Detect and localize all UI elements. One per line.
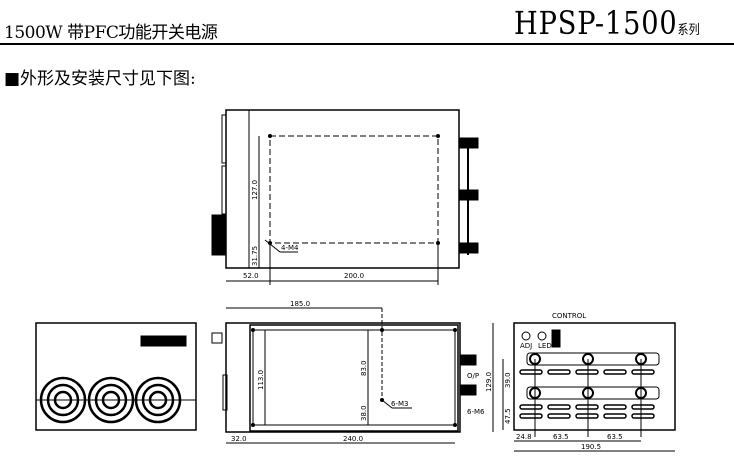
hole-spec-4-m4: 4-M4 <box>281 244 299 252</box>
dim-113: 113.0 <box>257 370 265 390</box>
dim-31-75: 31.75 <box>251 246 259 266</box>
model-name: HPSP-1500系列 <box>514 4 700 42</box>
led-label: LED <box>538 342 552 350</box>
adj-label: ADJ <box>520 342 532 350</box>
control-label: CONTROL <box>552 312 586 320</box>
hole-spec-6-m3: 6-M3 <box>391 400 408 408</box>
top-view-drawing: 52.0 200.0 4-M4 127.0 31.75 <box>211 109 479 285</box>
dim-127: 127.0 <box>251 180 259 200</box>
section-heading: ■外形及安装尺寸见下图: <box>4 69 196 89</box>
dim-240: 240.0 <box>343 435 363 443</box>
end-view-drawing: CONTROL ADJ LED 39.0 47.5 24.8 63.5 63.5… <box>502 312 676 452</box>
dim-200: 200.0 <box>344 272 364 280</box>
dim-190-5: 190.5 <box>581 443 601 451</box>
header-divider <box>0 43 734 45</box>
dim-39: 39.0 <box>504 372 512 388</box>
dim-47-5: 47.5 <box>504 408 512 424</box>
side-view-drawing: 185.0 32.0 240.0 6-M3 O/P 6-M6 113.0 83.… <box>211 300 494 444</box>
dim-185: 185.0 <box>290 300 310 308</box>
dim-129: 129.0 <box>485 372 493 392</box>
output-label: O/P <box>467 372 479 380</box>
model-number: HPSP-1500 <box>514 4 678 42</box>
dim-32: 32.0 <box>231 435 247 443</box>
dim-38: 38.0 <box>360 405 368 421</box>
fan-view-drawing <box>35 322 197 431</box>
terminal-spec-6-m6: 6-M6 <box>467 408 485 416</box>
dim-52: 52.0 <box>243 272 259 280</box>
dim-63-5-b: 63.5 <box>607 433 623 441</box>
series-suffix: 系列 <box>677 23 700 38</box>
dim-63-5-a: 63.5 <box>553 433 569 441</box>
dim-24-8: 24.8 <box>516 433 532 441</box>
document-title: 1500W 带PFC功能开关电源 <box>4 23 218 43</box>
dim-83: 83.0 <box>360 360 368 376</box>
